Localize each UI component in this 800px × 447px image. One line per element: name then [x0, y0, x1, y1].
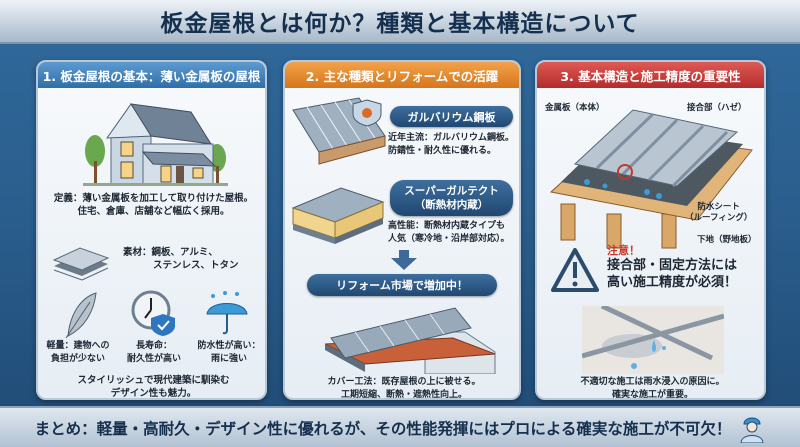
leak-desc: 不適切な施工は雨水浸入の原因に。確実な施工が重要。: [537, 376, 764, 400]
umbrella-icon: [206, 291, 248, 335]
worker-icon: [740, 417, 764, 443]
design-line: スタイリッシュで現代建築に馴染む: [77, 375, 230, 386]
house-illustration: [83, 103, 228, 186]
super-galtect-illustration: [291, 187, 385, 244]
feature-line: 長寿命：: [135, 341, 172, 351]
desc-line: 人気（寒冷地・沿岸部対応）。: [388, 234, 510, 244]
super-galtect-desc: 高性能：断熱材内蔵タイプも人気（寒冷地・沿岸部対応）。: [388, 220, 519, 246]
label-waterproof-sheet: 防水シート（ルーフィング）: [685, 202, 752, 224]
feature-lightweight: 軽量：建物への負担が少ない: [40, 340, 116, 366]
galvalume-roof-illustration: [292, 97, 386, 165]
desc-line: 工期短縮、断熱・遮熱性向上。: [340, 390, 467, 400]
galvalume-desc: 近年主流：ガルバリウム鋼板。防錆性・耐久性に優れる。: [388, 132, 519, 158]
super-galtect-name: スーパーガルテクト: [404, 185, 499, 197]
label-line: 防水シート: [697, 202, 740, 212]
panel-header: 1. 板金屋根の基本：薄い金属板の屋根: [38, 62, 265, 88]
panel-types: 2. 主な種類とリフォームでの活躍 ガルバリウム鋼板 近年主流：ガルバリウム鋼板…: [283, 60, 521, 400]
materials-text: 素材：鋼板、アルミ、ステンレス、トタン: [123, 246, 263, 272]
arrow-down-icon: [391, 250, 417, 270]
super-galtect-label: スーパーガルテクト （断熱材内蔵）: [390, 180, 513, 216]
panel-header: 3. 基本構造と施工精度の重要性: [537, 62, 764, 88]
cover-method-desc: カバー工法：既存屋根の上に被せる。工期短縮、断熱・遮熱性向上。: [285, 376, 519, 400]
page-title: 板金屋根とは何か？種類と基本構造について: [160, 11, 640, 37]
feature-line: 負担が少ない: [50, 354, 105, 364]
desc-line: 確実な施工が重要。: [611, 390, 693, 400]
definition-line: 住宅、倉庫、店舗など幅広く採用。: [77, 206, 230, 217]
feature-line: 防水性が高い：: [197, 341, 261, 351]
cover-method-illustration: [325, 307, 496, 374]
warning-icon: [551, 248, 599, 292]
feature-waterproof: 防水性が高い： 雨に強い: [190, 340, 265, 366]
label-line: （ルーフィング）: [685, 213, 753, 223]
caution-text: 接合部・固定方法には高い施工精度が必須！: [607, 257, 737, 291]
roof-structure-diagram: [549, 109, 753, 249]
label-base-board: 下地（野地板）: [697, 235, 757, 245]
design-text: スタイリッシュで現代建築に馴染むデザイン性も魅力。: [38, 374, 265, 399]
caution-line: 高い施工精度が必須！: [607, 275, 738, 290]
definition-line: 定義：薄い金属板を加工して取り付けた屋根。: [53, 193, 254, 204]
materials-line: 素材：鋼板、アルミ、: [123, 247, 218, 258]
feature-durability: 長寿命： 耐久性が高い: [116, 340, 192, 366]
metal-sheets-icon: [52, 247, 110, 281]
feature-line: 雨に強い: [210, 354, 247, 364]
caution-line: 接合部・固定方法には: [607, 258, 738, 273]
desc-line: 近年主流：ガルバリウム鋼板。: [388, 133, 515, 143]
feature-line: 耐久性が高い: [126, 354, 181, 364]
desc-line: 高性能：断熱材内蔵タイプも: [388, 221, 506, 231]
label-joint: 接合部（ハゼ）: [687, 103, 747, 113]
summary-bar: まとめ：軽量・高耐久・デザイン性に優れるが、その性能発揮にはプロによる確実な施工…: [0, 406, 800, 447]
desc-line: 防錆性・耐久性に優れる。: [388, 146, 497, 156]
desc-line: カバー工法：既存屋根の上に被せる。: [327, 377, 481, 387]
summary-text: まとめ：軽量・高耐久・デザイン性に優れるが、その性能発揮にはプロによる確実な施工…: [34, 419, 732, 438]
galvalume-label: ガルバリウム鋼板: [390, 106, 513, 127]
reform-label: リフォーム市場で増加中！: [307, 274, 497, 296]
leak-illustration: [582, 306, 724, 374]
feather-icon: [65, 292, 97, 339]
super-galtect-sub: （断熱材内蔵）: [414, 199, 489, 211]
clock-shield-icon: [131, 290, 175, 336]
panel-header: 2. 主な種類とリフォームでの活躍: [285, 62, 519, 88]
feature-line: 軽量：建物への: [46, 341, 110, 351]
materials-line: ステンレス、トタン: [153, 260, 239, 271]
panel-structure: 3. 基本構造と施工精度の重要性 金属板（本体） 接合部（ハゼ） 防水シート（ル…: [535, 60, 766, 400]
panel-basics: 1. 板金屋根の基本：薄い金属板の屋根 定義：薄い金属板を加工して取り付けた屋根…: [36, 60, 267, 400]
desc-line: 不適切な施工は雨水浸入の原因に。: [580, 377, 725, 387]
caution-title: 注意！: [607, 244, 640, 257]
title-bar: 板金屋根とは何か？種類と基本構造について: [0, 0, 800, 44]
design-line: デザイン性も魅力。: [110, 388, 197, 399]
label-metal-sheet: 金属板（本体）: [545, 103, 605, 113]
definition-text: 定義：薄い金属板を加工して取り付けた屋根。住宅、倉庫、店舗など幅広く採用。: [38, 192, 265, 218]
